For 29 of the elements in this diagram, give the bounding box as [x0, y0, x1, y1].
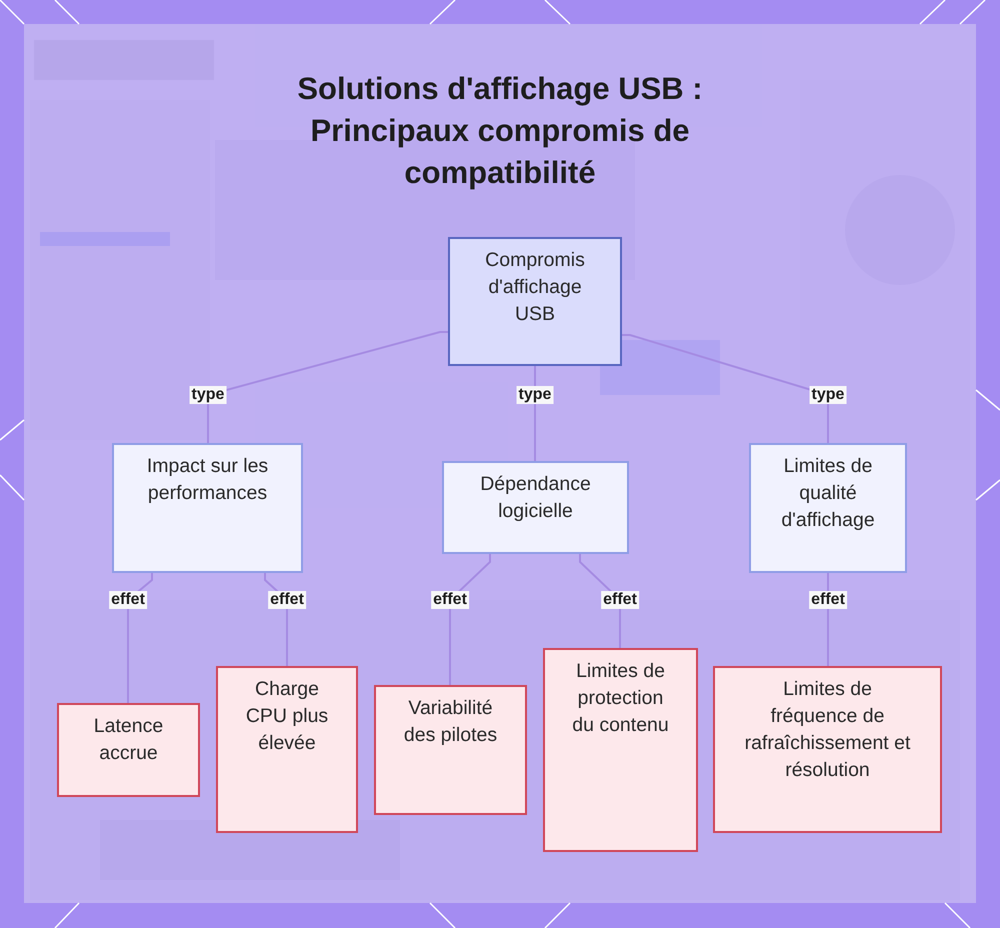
- node-text: Charge CPU plus élevée: [244, 677, 330, 756]
- category-box: [749, 443, 907, 573]
- node-text: Dépendance logicielle: [479, 472, 592, 524]
- effect-box: [374, 685, 527, 815]
- effect-box: [713, 666, 942, 833]
- edge-label: effet: [601, 591, 639, 609]
- node-text: Compromis d'affichage USB: [484, 248, 586, 327]
- connector-line: [622, 334, 829, 443]
- edge-label: effet: [809, 591, 847, 609]
- edge-label: type: [516, 386, 554, 404]
- root-box: [448, 237, 622, 366]
- node-text: Limites de fréquence de rafraîchissement et résolution: [744, 677, 912, 783]
- edge-label: effet: [268, 591, 306, 609]
- node-text: Variabilité des pilotes: [402, 696, 498, 748]
- effect-box: [57, 703, 200, 797]
- effect-box: [216, 666, 358, 833]
- effect-box: [543, 648, 698, 852]
- category-box: [442, 461, 629, 554]
- edge-label: effet: [431, 591, 469, 609]
- node-text: Latence accrue: [92, 714, 164, 766]
- edge-label: effet: [109, 591, 147, 609]
- node-text: Limites de qualité d'affichage: [780, 454, 876, 533]
- node-text: Impact sur les performances: [146, 454, 270, 506]
- edge-label: type: [190, 386, 226, 404]
- edge-label: type: [810, 386, 846, 404]
- category-box: [112, 443, 303, 573]
- title: Solutions d'affichage USB : Principaux compromis de compatibilité: [296, 70, 704, 192]
- connector-line: [207, 331, 448, 443]
- node-text: Limites de protection du contenu: [571, 659, 670, 738]
